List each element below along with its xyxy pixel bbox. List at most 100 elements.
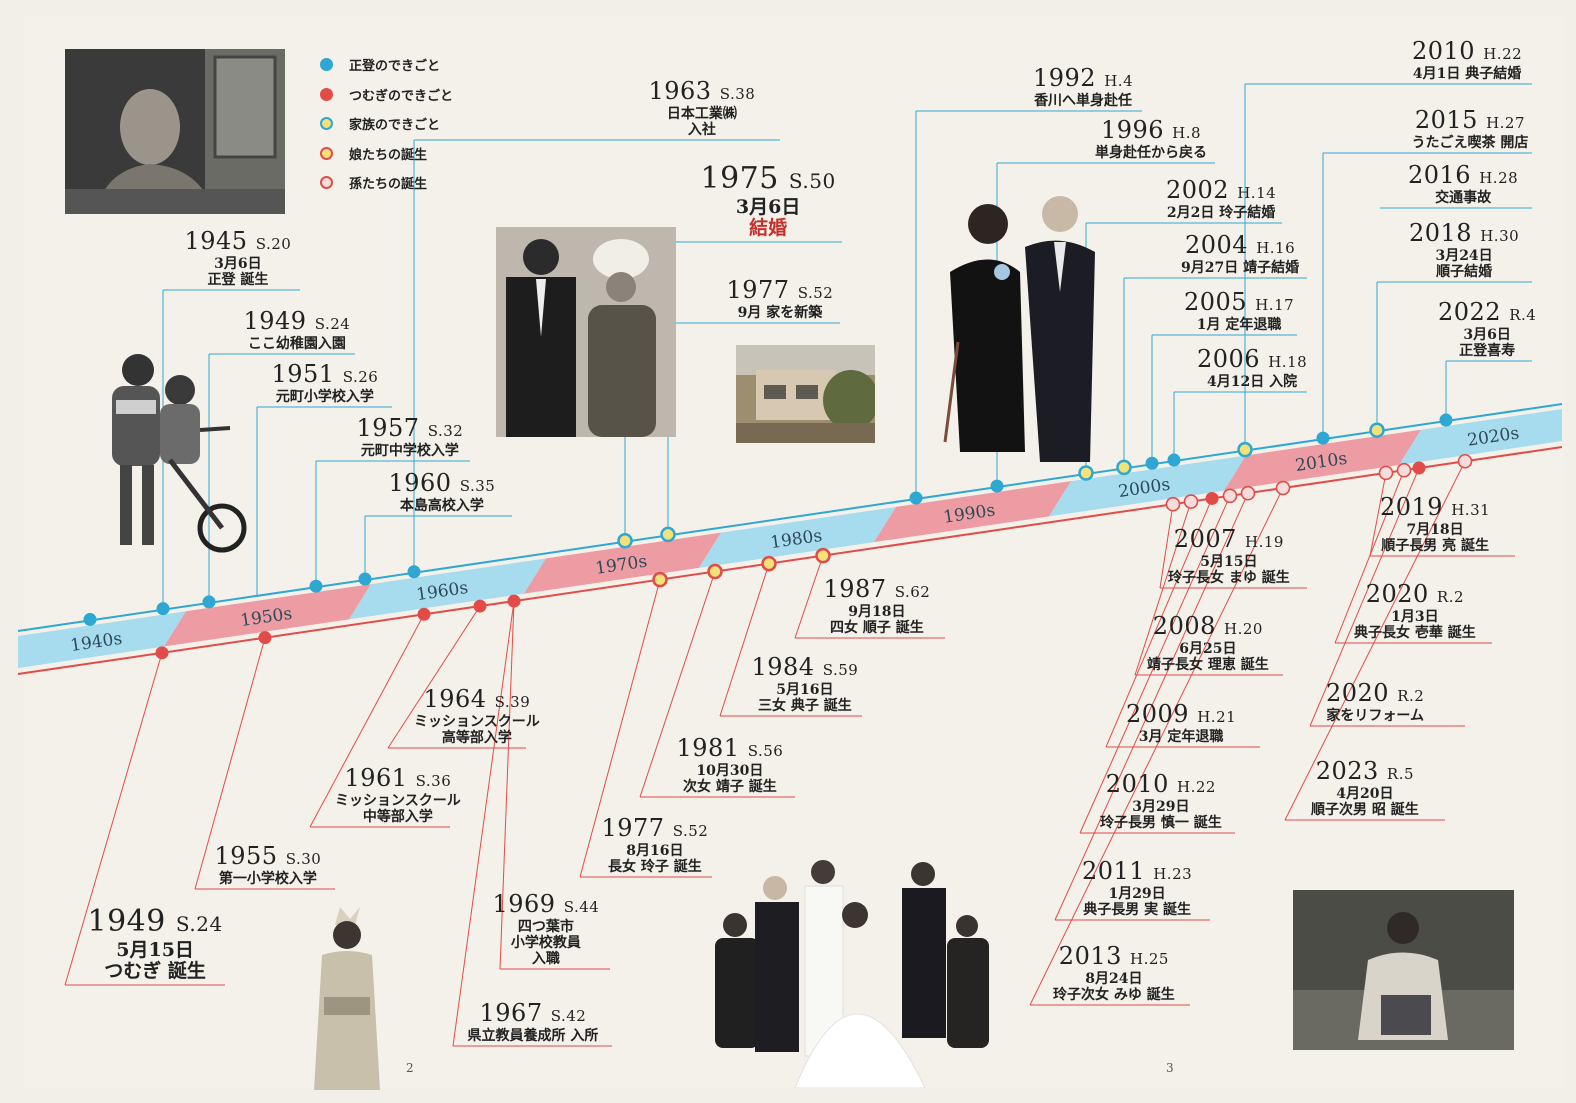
event-detail: 結婚 (749, 217, 788, 240)
event-year-era: S.52 (797, 284, 834, 302)
event-year-era: H.27 (1486, 114, 1526, 132)
decade-band (699, 506, 896, 568)
event-year: 1955 S.30 (215, 842, 322, 871)
timeline-dot-grand (1222, 488, 1238, 504)
event-year: 2016 H.28 (1408, 161, 1519, 190)
legend-dot-icon (320, 58, 333, 72)
legend-item-grandchild: 孫たちの誕生 (320, 168, 453, 198)
legend-item-red: つむぎのできごと (320, 80, 453, 110)
event-detail: 3月6日 (735, 195, 801, 218)
event-leader-line (499, 601, 515, 970)
event-year-era: S.32 (427, 422, 464, 440)
timeline-line-blue (17, 403, 1563, 632)
event-detail: 単身赴任から戻る (1095, 144, 1207, 161)
event-year-ad: 1967 (479, 999, 543, 1027)
event-year-ad: 2018 (1409, 219, 1473, 247)
event-detail: 入職 (531, 950, 560, 967)
portrait-photo-man (65, 49, 285, 214)
event-year-ad: 1977 (601, 814, 665, 842)
timeline-dot-family (617, 533, 633, 549)
event-year-era: R.5 (1386, 765, 1415, 783)
timeline-dot-family (660, 526, 676, 543)
event-year: 2007 H.19 (1168, 525, 1290, 554)
event-year-era: R.4 (1509, 306, 1537, 324)
event-detail: 正登 誕生 (207, 271, 269, 288)
event-detail: 2月2日 玲子結婚 (1166, 204, 1276, 221)
event-year-ad: 2002 (1166, 176, 1230, 204)
timeline-dot-family (1369, 422, 1385, 438)
event-year: 2022 R.4 (1438, 298, 1537, 327)
photo-girl-kimono (314, 907, 380, 1090)
event-year-era: S.35 (459, 477, 496, 495)
event-year-era: S.26 (342, 368, 379, 386)
event-detail: 典子長女 壱華 誕生 (1354, 624, 1476, 641)
timeline-dot-red (473, 599, 487, 613)
event-year-ad: 1949 (243, 307, 307, 335)
event-detail: 3月6日 (1463, 326, 1511, 343)
event-detail: 入社 (687, 121, 716, 138)
event-year-ad: 2016 (1408, 161, 1472, 189)
event-year-ad: 1961 (344, 764, 408, 792)
event-leader-line (1159, 504, 1174, 589)
event-leader-line (1134, 501, 1192, 676)
event-year-era: H.4 (1104, 72, 1134, 90)
event-year: 1984 S.59 (752, 653, 859, 682)
event-detail: 6月25日 (1179, 640, 1237, 657)
decade-band (18, 611, 186, 668)
event-year-era: H.21 (1197, 708, 1237, 726)
event-year-era: S.39 (494, 693, 531, 711)
event-detail: 四女 順子 誕生 (830, 619, 924, 636)
timeline-dot-grand (1275, 480, 1291, 496)
event-year: 2020 R.2 (1354, 580, 1476, 609)
event-detail: 4月20日 (1336, 785, 1394, 802)
timeline-dot-red (417, 607, 431, 621)
event-detail: 本島高校入学 (399, 497, 484, 514)
event-year-ad: 2019 (1380, 493, 1444, 521)
event-year-ad: 1951 (271, 360, 335, 388)
event-year: 2002 H.14 (1166, 176, 1276, 205)
event-detail: 順子長男 亮 誕生 (1381, 537, 1489, 554)
event-year: 1987 S.62 (824, 575, 931, 604)
event-detail: 中等部入学 (362, 808, 433, 825)
event-year-era: S.56 (747, 742, 784, 760)
event-detail: 長女 玲子 誕生 (608, 858, 702, 875)
timeline-dot-blue (309, 579, 323, 593)
event-detail: 1月3日 (1391, 608, 1439, 625)
event-year: 2009 H.21 (1126, 700, 1237, 729)
event-year: 1951 S.26 (271, 360, 379, 389)
timeline-dot-family (1237, 441, 1253, 458)
legend-label: 孫たちの誕生 (349, 177, 428, 193)
event-year: 2023 R.5 (1311, 757, 1419, 786)
event-year-era: S.20 (255, 235, 292, 253)
event-year-ad: 1975 (700, 161, 779, 196)
timeline-dot-grand (1457, 453, 1473, 469)
timeline-dot-grand (1165, 496, 1181, 512)
event-year-ad: 2006 (1197, 345, 1261, 373)
event-year-ad: 1969 (492, 890, 556, 918)
legend-label: つむぎのできごと (349, 88, 454, 104)
event-detail: 9月27日 靖子結婚 (1181, 259, 1300, 276)
event-year-era: H.28 (1479, 169, 1519, 187)
event-year-ad: 1949 (87, 904, 166, 939)
event-detail: 四つ葉市 (517, 918, 574, 935)
event-year: 1996 H.8 (1095, 116, 1207, 145)
event-leader-line (309, 614, 425, 828)
legend-item-blue: 正登のできごと (320, 50, 453, 80)
timeline-dot-blue (1439, 413, 1453, 427)
event-year-ad: 2009 (1126, 700, 1190, 728)
event-year-ad: 2005 (1184, 288, 1248, 316)
event-detail: 家をリフォーム (1326, 707, 1424, 724)
event-year-era: S.50 (788, 169, 836, 193)
event-detail: 玲子次女 みゆ 誕生 (1053, 986, 1175, 1003)
timeline-dot-grand (1396, 462, 1412, 478)
event-year: 2020 R.2 (1326, 679, 1424, 708)
